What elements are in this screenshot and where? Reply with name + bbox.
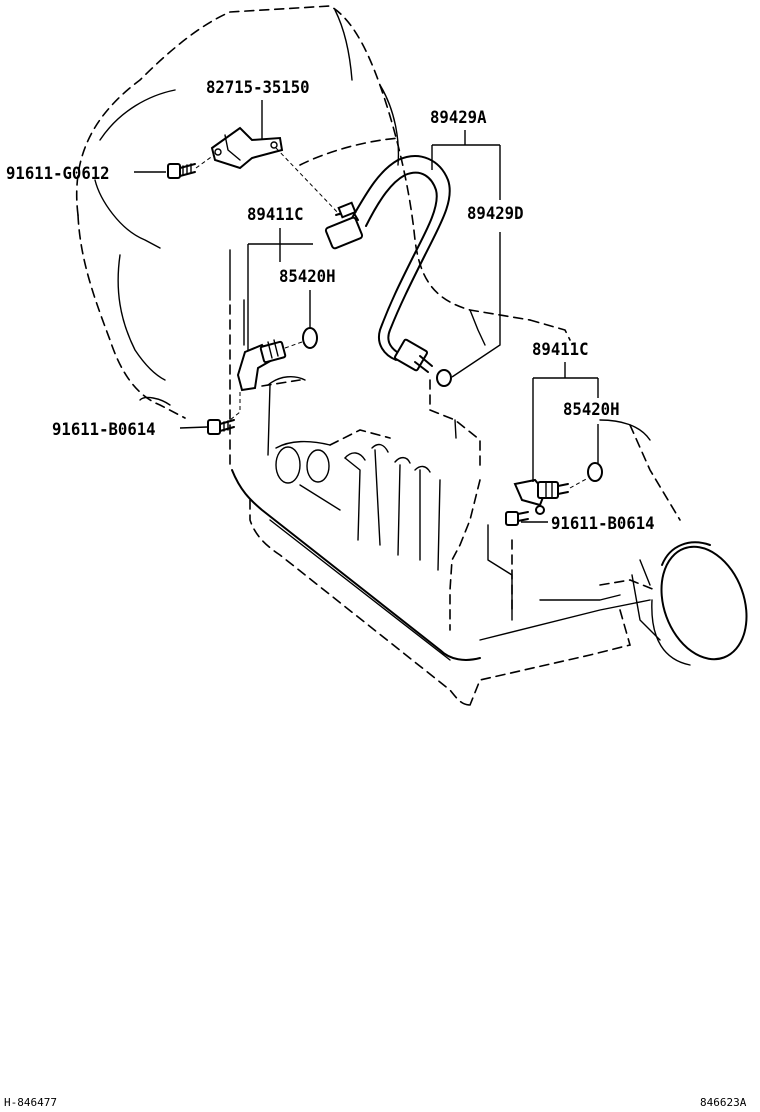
footer-right-code: 846623A	[700, 1096, 747, 1109]
callout-lines	[134, 100, 599, 523]
part-label-91611-b0614-left: 91611-B0614	[52, 420, 156, 440]
transmission-housing	[76, 5, 748, 706]
bolt-91611-b0614-left	[207, 419, 235, 435]
speed-sensor-left	[229, 327, 318, 421]
sensor-wire-harness	[324, 155, 452, 387]
part-label-89429a: 89429A	[430, 108, 487, 128]
part-label-89411c-right: 89411C	[532, 340, 589, 360]
part-label-89411c-left: 89411C	[247, 205, 304, 225]
part-label-85420h-right: 85420H	[563, 400, 620, 420]
bracket-82715	[210, 126, 341, 216]
part-label-89429d: 89429D	[467, 204, 524, 224]
bolt-91611-b0614-right	[505, 511, 529, 526]
bolt-91611-g0612	[167, 154, 215, 179]
part-label-85420h-left: 85420H	[279, 267, 336, 287]
speed-sensor-right	[513, 462, 603, 515]
footer-left-code: H-846477	[4, 1096, 57, 1109]
part-label-82715-35150: 82715-35150	[206, 78, 310, 98]
part-label-91611-g0612: 91611-G0612	[6, 164, 110, 184]
part-label-91611-b0614-right: 91611-B0614	[551, 514, 655, 534]
